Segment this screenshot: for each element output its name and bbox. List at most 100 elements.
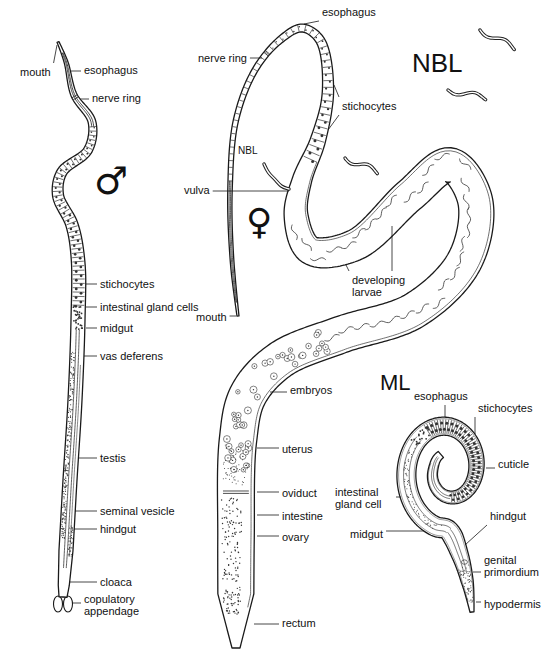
midgut-dot <box>406 465 407 466</box>
developing-larva <box>326 247 342 252</box>
stichocyte <box>285 32 289 37</box>
midgut-dot <box>423 515 424 516</box>
embryo <box>270 373 277 380</box>
uterus-dot <box>226 447 227 448</box>
testis-dot <box>70 445 71 446</box>
ovary-dot <box>229 513 230 514</box>
ovary-dot <box>231 574 232 575</box>
embryo <box>273 376 274 377</box>
stichocyte <box>465 485 473 491</box>
testis-dot <box>73 367 74 368</box>
ovary-dot <box>240 601 241 602</box>
ovary-dot <box>224 599 225 600</box>
stichocyte <box>57 172 65 176</box>
ovary-dot <box>237 544 238 545</box>
midgut-dot <box>408 480 409 481</box>
part-label: copulatory appendage <box>84 593 146 617</box>
embryo <box>287 358 288 359</box>
testis-dot <box>66 506 67 507</box>
vesicle-dot <box>68 548 69 549</box>
midgut-dot <box>424 517 425 518</box>
midgut-dot <box>408 459 409 460</box>
ovary-dot <box>228 524 229 525</box>
testis-dot <box>70 383 71 384</box>
stichocyte <box>55 196 57 198</box>
vesicle-dot <box>71 547 72 548</box>
uterus-dot <box>234 469 235 470</box>
stichocyte <box>229 153 233 154</box>
embryo <box>250 386 257 393</box>
midgut-dot <box>434 524 435 525</box>
hypodermis-dot <box>468 573 469 574</box>
stichocyte <box>57 202 66 206</box>
testis-dot <box>71 373 72 374</box>
ovary-dot <box>236 508 237 509</box>
ovary-dot <box>237 542 238 543</box>
nerve-ring-band <box>73 97 78 100</box>
stichocyte <box>452 498 455 501</box>
testis-dot <box>64 537 65 538</box>
embryo <box>294 363 295 364</box>
testis-dot <box>65 513 66 514</box>
testis-dot <box>71 356 72 357</box>
stichocyte <box>282 38 283 39</box>
leader-line <box>392 226 393 271</box>
testis-dot <box>67 440 68 441</box>
stichocyte <box>291 28 294 33</box>
midgut-dot <box>408 460 409 461</box>
vesicle-dot <box>72 538 73 539</box>
testis-dot <box>72 389 73 390</box>
embryo <box>227 457 228 458</box>
midgut-dot <box>407 475 408 476</box>
stichocyte <box>70 228 72 230</box>
newborn-larva <box>480 30 514 50</box>
vesicle-dot <box>72 530 73 531</box>
stichocyte <box>74 253 77 256</box>
midgut-dot <box>408 453 409 454</box>
embryo <box>314 332 320 338</box>
gland-cell <box>75 319 77 321</box>
gland-cell <box>77 323 79 325</box>
uterus-dot <box>230 450 231 451</box>
midgut-dot <box>418 514 419 515</box>
ovary-dot <box>230 523 231 524</box>
ovary-dot <box>238 551 239 552</box>
stichocyte <box>93 127 95 129</box>
ovary-dot <box>232 524 233 525</box>
midgut-dot <box>406 473 407 474</box>
part-label: rectum <box>282 617 316 629</box>
leader-line <box>86 284 97 285</box>
testis-dot <box>69 409 70 410</box>
ovary-dot <box>226 518 227 519</box>
leader-line <box>71 71 81 72</box>
midgut-dot <box>424 520 425 521</box>
vesicle-dot <box>68 544 69 545</box>
stichocyte <box>457 492 460 501</box>
testis-dot <box>65 468 66 469</box>
uterus-dot <box>235 454 236 455</box>
stichocyte <box>91 131 93 133</box>
testis-dot <box>73 378 74 379</box>
embryo <box>232 412 236 416</box>
part-label: mouth <box>20 66 51 78</box>
midgut-dot <box>412 501 413 502</box>
testis-dot <box>63 517 64 518</box>
uterus-dot <box>230 468 231 469</box>
ovary-dot <box>235 570 236 571</box>
midgut-dot <box>427 524 428 525</box>
uterus-dot <box>230 458 231 459</box>
stichocyte <box>91 145 93 147</box>
testis-dot <box>62 527 63 528</box>
midgut-dot <box>432 528 433 529</box>
embryo <box>319 341 324 346</box>
ovary-dot <box>239 589 240 590</box>
stichocyte <box>229 174 233 175</box>
uterus-dot <box>238 449 239 450</box>
ovary-dot <box>230 498 231 499</box>
testis-dot <box>70 396 71 397</box>
embryo <box>245 451 246 452</box>
stichocyte <box>230 146 234 147</box>
stichocyte <box>73 283 85 284</box>
ovary-dot <box>226 578 227 579</box>
developing-larva <box>450 267 460 280</box>
